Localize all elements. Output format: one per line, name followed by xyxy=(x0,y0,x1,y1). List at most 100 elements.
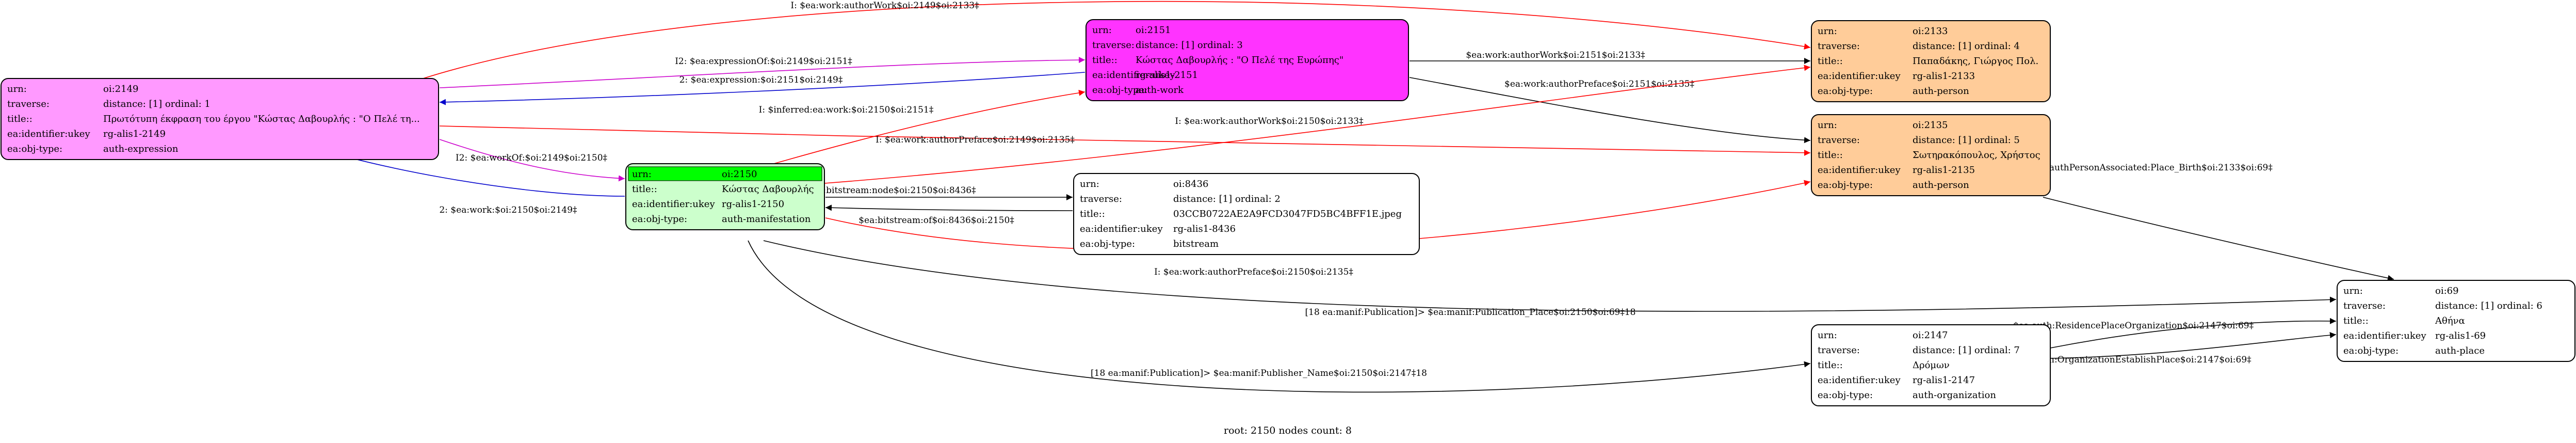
node-field-key: urn: xyxy=(1818,330,1837,341)
node-field-value: distance: [1] ordinal: 5 xyxy=(1913,135,2020,146)
node-field-value: oi:2151 xyxy=(1136,25,1171,36)
node-field-key: traverse: xyxy=(1092,40,1135,51)
edge-label: I2: $ea:workOf:$oi:2149$oi:2150‡ xyxy=(456,153,608,163)
graph-edge-2: I2: $ea:expressionOf:$oi:2149$oi:2151‡ xyxy=(439,56,1086,88)
node-box xyxy=(1086,19,1409,101)
graph-edge-7: I2: $ea:workOf:$oi:2149$oi:2150‡ xyxy=(439,139,625,182)
edge-line xyxy=(773,89,1086,164)
node-field-key: traverse: xyxy=(1818,345,1860,356)
node-field-key: ea:identifier:ukey xyxy=(1092,70,1175,81)
graph-edge-16: [18 ea:manif:Publication]> $ea:manif:Pub… xyxy=(748,240,1811,393)
node-field-value: distance: [1] ordinal: 3 xyxy=(1136,40,1243,51)
edge-label: I: $ea:work:authorPreface$oi:2150$oi:213… xyxy=(1154,267,1353,277)
node-field-value: auth-place xyxy=(2435,345,2485,356)
edge-line xyxy=(748,240,1811,393)
node-field-key: ea:obj-type: xyxy=(632,214,687,225)
node-field-key: title:: xyxy=(1818,56,1843,67)
node-field-value: rg-alis1-2135 xyxy=(1913,165,1975,176)
node-header-highlight xyxy=(628,166,822,181)
node-field-value: oi:2133 xyxy=(1913,26,1948,37)
node-field-value: auth-organization xyxy=(1913,390,1996,401)
edge-label: I2: $ea:expressionOf:$oi:2149$oi:2151‡ xyxy=(675,56,852,67)
node-field-value: auth-person xyxy=(1913,86,1969,97)
node-field-key: title:: xyxy=(2343,315,2369,326)
edge-line xyxy=(1409,77,1811,144)
graph-edge-9: I: $inferred:ea:work:$oi:2150$oi:2151‡ xyxy=(759,89,1086,164)
edge-line xyxy=(2050,318,2337,349)
node-field-key: traverse: xyxy=(2343,300,2386,311)
node-field-key: ea:identifier:ukey xyxy=(1818,71,1901,82)
node-field-value: oi:2135 xyxy=(1913,120,1948,131)
graph-edge-1: I: $ea:work:authorWork$oi:2149$oi:2133‡ xyxy=(423,1,1811,79)
node-field-value: rg-alis1-2147 xyxy=(1913,375,1975,386)
edge-line xyxy=(2050,332,2337,359)
node-field-value: rg-alis1-2149 xyxy=(103,129,166,139)
node-field-value: Παπαδάκης, Γιώργος Πολ. xyxy=(1913,56,2038,67)
node-field-key: urn: xyxy=(1080,179,1099,189)
edge-line xyxy=(439,125,1811,156)
node-field-value: oi:2147 xyxy=(1913,330,1948,341)
node-field-key: title:: xyxy=(632,184,657,195)
node-field-key: ea:obj-type: xyxy=(7,144,62,154)
graph-edge-15: [18 ea:manif:Publication]> $ea:manif:Pub… xyxy=(763,240,2337,318)
graph-footer: root: 2150 nodes count: 8 xyxy=(1224,425,1352,436)
node-field-key: traverse: xyxy=(7,99,50,109)
edge-label: I: $ea:work:authorWork$oi:2150$oi:2133‡ xyxy=(1175,116,1364,126)
node-field-key: urn: xyxy=(1818,26,1837,37)
graph-edge-5: $ea:work:authorPreface$oi:2151$oi:2135‡ xyxy=(1409,77,1811,144)
node-field-value: Σωτηρακόπουλος, Χρήστος xyxy=(1913,150,2040,161)
node-box xyxy=(2337,280,2575,362)
node-field-key: ea:obj-type: xyxy=(1818,180,1873,191)
edge-line xyxy=(439,139,625,182)
graph-edge-14: $ea:authPersonAssociated:Place_Birth$oi:… xyxy=(2030,163,2394,281)
edge-label: $ea:authPersonAssociated:Place_Birth$oi:… xyxy=(2030,163,2273,173)
node-field-value: distance: [1] ordinal: 4 xyxy=(1913,41,2020,52)
node-field-key: ea:obj-type: xyxy=(1080,239,1135,249)
graph-edge-11: $ea:bitstream:node$oi:2150$oi:8436‡ xyxy=(807,185,1073,200)
edge-label: $ea:work:authorWork$oi:2151$oi:2133‡ xyxy=(1466,50,1645,60)
node-field-key: ea:obj-type: xyxy=(2343,345,2399,356)
graph-edge-4: $ea:work:authorWork$oi:2151$oi:2133‡ xyxy=(1409,50,1810,64)
node-field-key: traverse: xyxy=(1080,194,1122,204)
node-field-value: auth-work xyxy=(1136,85,1184,96)
node-field-value: auth-expression xyxy=(103,144,179,154)
node-field-value: rg-alis1-2150 xyxy=(722,199,784,210)
node-field-value: distance: [1] ordinal: 2 xyxy=(1173,194,1281,204)
graph-edge-18: $ea:auth:OrganizationEstablishPlace$oi:2… xyxy=(2015,332,2337,365)
node-box xyxy=(1,78,439,160)
node-field-key: title:: xyxy=(1092,55,1117,66)
node-field-key: ea:obj-type: xyxy=(1818,86,1873,97)
edge-label: I: $inferred:ea:work:$oi:2150$oi:2151‡ xyxy=(759,105,934,115)
node-field-key: title:: xyxy=(1818,150,1843,161)
graph-node-2147[interactable]: urn: oi:2147 traverse: distance: [1] ordina… xyxy=(1811,324,2051,406)
node-field-key: ea:identifier:ukey xyxy=(2343,330,2426,341)
edge-label: [18 ea:manif:Publication]> $ea:manif:Pub… xyxy=(1091,368,1427,378)
node-field-value: rg-alis1-8436 xyxy=(1173,224,1236,234)
edge-line xyxy=(2043,197,2394,281)
node-field-value: oi:69 xyxy=(2435,286,2459,296)
node-field-value: Δρόμων xyxy=(1913,360,1950,371)
node-field-value: distance: [1] ordinal: 1 xyxy=(103,99,210,109)
edge-line xyxy=(763,240,2337,312)
node-box xyxy=(1811,20,2051,102)
edge-line xyxy=(824,65,1811,184)
node-box xyxy=(1811,114,2051,196)
graph-edge-12: $ea:bitstream:of$oi:8436$oi:2150‡ xyxy=(825,204,1073,226)
edge-label: $ea:auth:ResidencePlaceOrganization$oi:2… xyxy=(2013,321,2254,331)
edge-label: $ea:work:authorPreface$oi:2151$oi:2135‡ xyxy=(1504,79,1694,89)
node-field-value: distance: [1] ordinal: 7 xyxy=(1913,345,2020,356)
edge-line xyxy=(423,1,1811,79)
graph-edge-3: 2: $ea:expression:$oi:2151$oi:2149‡ xyxy=(439,72,1086,105)
node-field-key: title:: xyxy=(1080,209,1105,219)
node-field-key: urn: xyxy=(1092,25,1112,36)
node-field-value: oi:2149 xyxy=(103,84,138,94)
node-field-value: 03CCB0722AE2A9FCD3047FD5BC4BFF1E.jpeg xyxy=(1173,209,1402,219)
